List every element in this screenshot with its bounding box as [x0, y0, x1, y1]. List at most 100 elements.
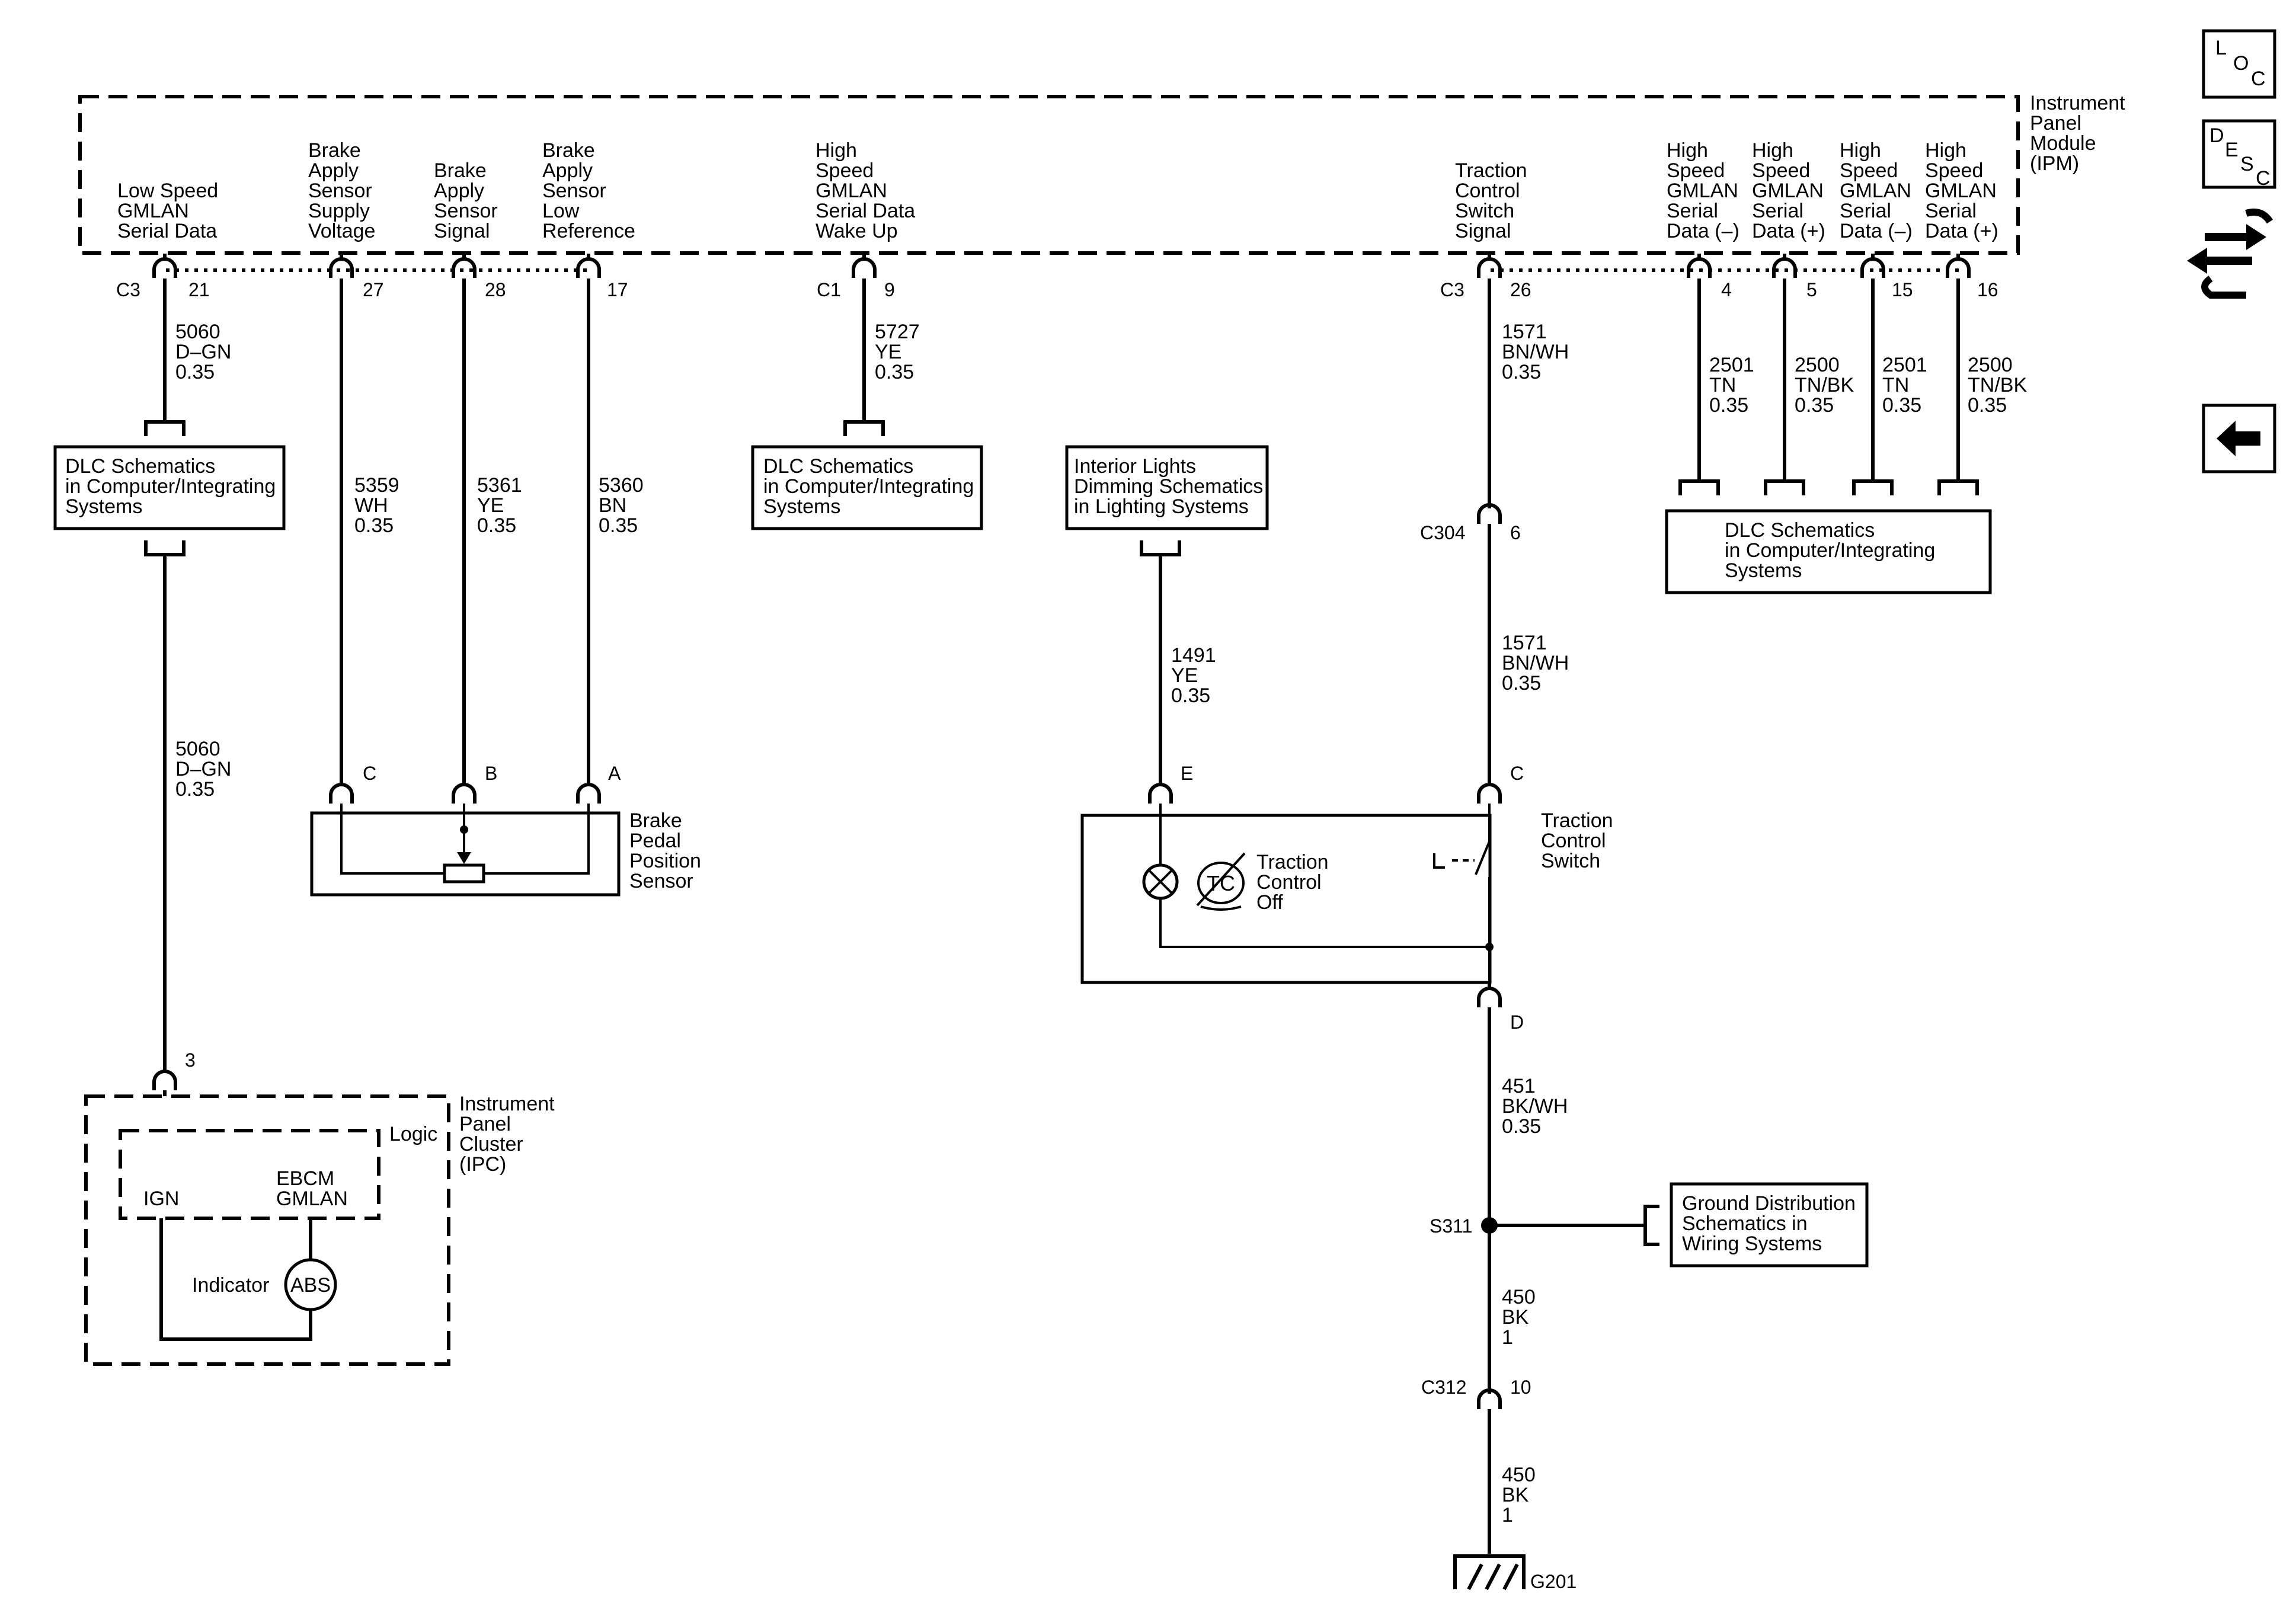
wire-label-451: 451 BK/WH 0.35 — [1502, 1075, 1574, 1138]
c312-connector-id: C312 — [1421, 1377, 1467, 1398]
ipm-pin-label-hs3: High Speed GMLAN Serial Data (–) — [1840, 139, 1917, 242]
potentiometer-icon — [443, 863, 485, 884]
ground-distribution-bracket — [1643, 1205, 1659, 1246]
s311-splice-id: S311 — [1430, 1215, 1472, 1237]
pin-number-17: 17 — [607, 279, 628, 300]
ipm-pin-terminals — [152, 257, 1971, 278]
ipc-ign-label: IGN — [143, 1188, 179, 1210]
wire-label-2501-a: 2501 TN 0.35 — [1709, 354, 1760, 417]
dlc-left-reference-box — [53, 445, 286, 530]
interior-lights-reference-box — [1065, 445, 1269, 530]
traction-off-icon: TC — [1196, 852, 1246, 911]
loc-button[interactable]: L O C — [2202, 29, 2276, 99]
svg-text:L: L — [2215, 37, 2227, 59]
dlc-right-reference-box — [1665, 509, 1992, 594]
bpps-component-name: Brake Pedal Position Sensor — [629, 809, 706, 892]
back-button[interactable] — [2202, 404, 2276, 473]
tcs-pin-e-terminal — [1148, 783, 1173, 804]
bpps-pin-terminals — [329, 783, 601, 804]
wire-label-5060-bottom: 5060 D–GN 0.35 — [175, 738, 237, 801]
svg-text:C: C — [2251, 68, 2266, 90]
ipc-module-name: Instrument Panel Cluster (IPC) — [459, 1093, 560, 1176]
wire-label-450-upper: 450 BK 1 — [1502, 1286, 1541, 1349]
dlc-left-bracket-top — [144, 420, 186, 436]
wire-label-1491: 1491 YE 0.35 — [1171, 644, 1221, 707]
c304-pin-number: 6 — [1510, 522, 1521, 543]
connector-swap-icon[interactable] — [2187, 208, 2273, 299]
ipm-pin-stubs — [163, 254, 1960, 261]
bpps-pin-c: C — [363, 763, 376, 784]
dlc-mid-bracket — [843, 420, 885, 436]
ipm-pin-label-low-speed: Low Speed GMLAN Serial Data — [117, 180, 224, 242]
tcs-lamp-label: Traction Control Off — [1256, 851, 1334, 914]
c312-pin-number: 10 — [1510, 1377, 1531, 1398]
pin-number-27: 27 — [363, 279, 384, 300]
wire-label-1571-mid: 1571 BN/WH 0.35 — [1502, 632, 1575, 694]
wire-label-5359: 5359 WH 0.35 — [354, 474, 405, 537]
pin-number-21: 21 — [188, 279, 210, 300]
ipm-pin-label-lowref: Brake Apply Sensor Low Reference — [542, 139, 635, 242]
desc-button[interactable]: D E S C — [2202, 119, 2276, 190]
bpps-pin-b: B — [485, 763, 497, 784]
ipm-pin-label-supply: Brake Apply Sensor Supply Voltage — [308, 139, 378, 242]
ground-icon — [1453, 1554, 1526, 1590]
interior-lights-bracket — [1140, 540, 1181, 556]
dlc-mid-reference-text: DLC Schematics in Computer/Integrating S… — [763, 455, 980, 518]
ipm-module-name: Instrument Panel Module (IPM) — [2030, 92, 2131, 175]
tcs-component-box — [1080, 814, 1492, 984]
momentary-switch-icon — [1433, 804, 1491, 947]
pin-number-4: 4 — [1721, 279, 1732, 300]
ipm-module-box — [78, 95, 2020, 255]
connector-id-c3-right: C3 — [1440, 279, 1464, 300]
ipc-module-box — [84, 1094, 450, 1366]
wire-label-1571-top: 1571 BN/WH 0.35 — [1502, 321, 1575, 383]
wire-label-2500-a: 2500 TN/BK 0.35 — [1795, 354, 1860, 417]
dlc-left-bracket-bottom — [144, 540, 186, 556]
ipm-pin-label-wake: High Speed GMLAN Serial Data Wake Up — [816, 139, 921, 242]
c312-connector — [1477, 1381, 1502, 1409]
wire-label-2501-b: 2501 TN 0.35 — [1882, 354, 1933, 417]
wiper-junction — [460, 825, 468, 834]
tcs-pin-d: D — [1510, 1012, 1524, 1033]
wire-label-5060-top: 5060 D–GN 0.35 — [175, 321, 237, 383]
svg-text:C: C — [2256, 167, 2271, 190]
ipc-logic-box — [119, 1129, 380, 1220]
wire-label-450-lower: 450 BK 1 — [1502, 1464, 1541, 1526]
abs-indicator-icon — [284, 1258, 337, 1311]
abs-indicator-label: ABS — [290, 1274, 331, 1297]
tcs-component-name: Traction Control Switch — [1541, 809, 1619, 872]
wire-label-5727: 5727 YE 0.35 — [875, 321, 925, 383]
c304-connector — [1477, 493, 1502, 524]
tcs-pin-c-terminal — [1477, 783, 1502, 804]
svg-text:D: D — [2209, 124, 2224, 147]
tcs-pin-c: C — [1510, 763, 1524, 784]
tcs-pin-e: E — [1181, 763, 1193, 784]
pin-number-16: 16 — [1977, 279, 1998, 300]
svg-text:TC: TC — [1207, 871, 1235, 895]
wire-label-2500-b: 2500 TN/BK 0.35 — [1968, 354, 2033, 417]
back-arrow-icon — [2217, 421, 2260, 456]
bpps-pin-a: A — [608, 763, 621, 784]
wire-label-5360: 5360 BN 0.35 — [599, 474, 649, 537]
pin-number-26: 26 — [1510, 279, 1531, 300]
tcs-pin-d-terminal — [1477, 987, 1502, 1007]
ipm-pin-label-hs2: High Speed GMLAN Serial Data (+) — [1752, 139, 1829, 242]
tcs-lamp-return — [1159, 898, 1489, 948]
ipc-logic-label: Logic — [389, 1123, 437, 1145]
dlc-right-brackets — [1678, 479, 1979, 495]
wiper-arrow-icon — [457, 852, 471, 864]
ipc-indicator-circuit — [159, 1218, 312, 1341]
dlc-left-reference-text: DLC Schematics in Computer/Integrating S… — [65, 455, 282, 518]
ipc-indicator-label: Indicator — [192, 1274, 269, 1297]
ipc-pin-number: 3 — [185, 1049, 196, 1071]
interior-lights-reference-text: Interior Lights Dimming Schematics in Li… — [1074, 455, 1269, 518]
c304-connector-id: C304 — [1420, 522, 1466, 543]
lamp-cross — [1147, 869, 1173, 895]
svg-text:O: O — [2233, 52, 2249, 75]
wire-label-5361: 5361 YE 0.35 — [477, 474, 527, 537]
ground-distribution-reference-box — [1670, 1182, 1869, 1267]
dlc-right-reference-text: DLC Schematics in Computer/Integrating S… — [1725, 519, 1941, 582]
ground-distribution-reference-text: Ground Distribution Schematics in Wiring… — [1682, 1192, 1861, 1255]
bpps-internal-circuit — [340, 804, 590, 875]
